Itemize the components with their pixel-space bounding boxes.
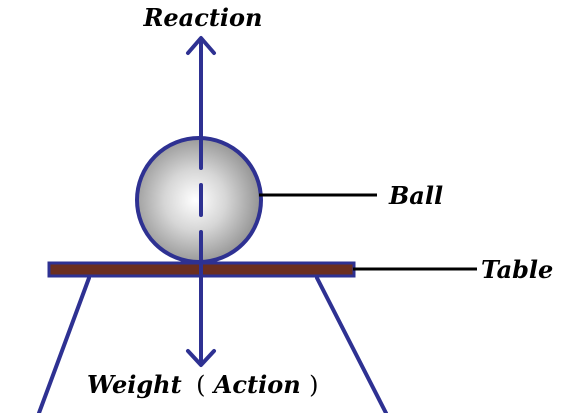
table-leg-right (317, 278, 386, 413)
paren-close: ) (309, 371, 318, 399)
table-label: Table (481, 255, 553, 284)
weight-action-label: Weight ( Action ) (87, 370, 318, 399)
table-leg-left (39, 278, 89, 413)
weight-label: Weight (87, 370, 182, 399)
reaction-label: Reaction (142, 3, 262, 32)
weight-arrow (188, 264, 214, 365)
action-label: Action (212, 370, 301, 399)
paren-open: ( (196, 371, 205, 399)
ball-label: Ball (388, 181, 443, 210)
